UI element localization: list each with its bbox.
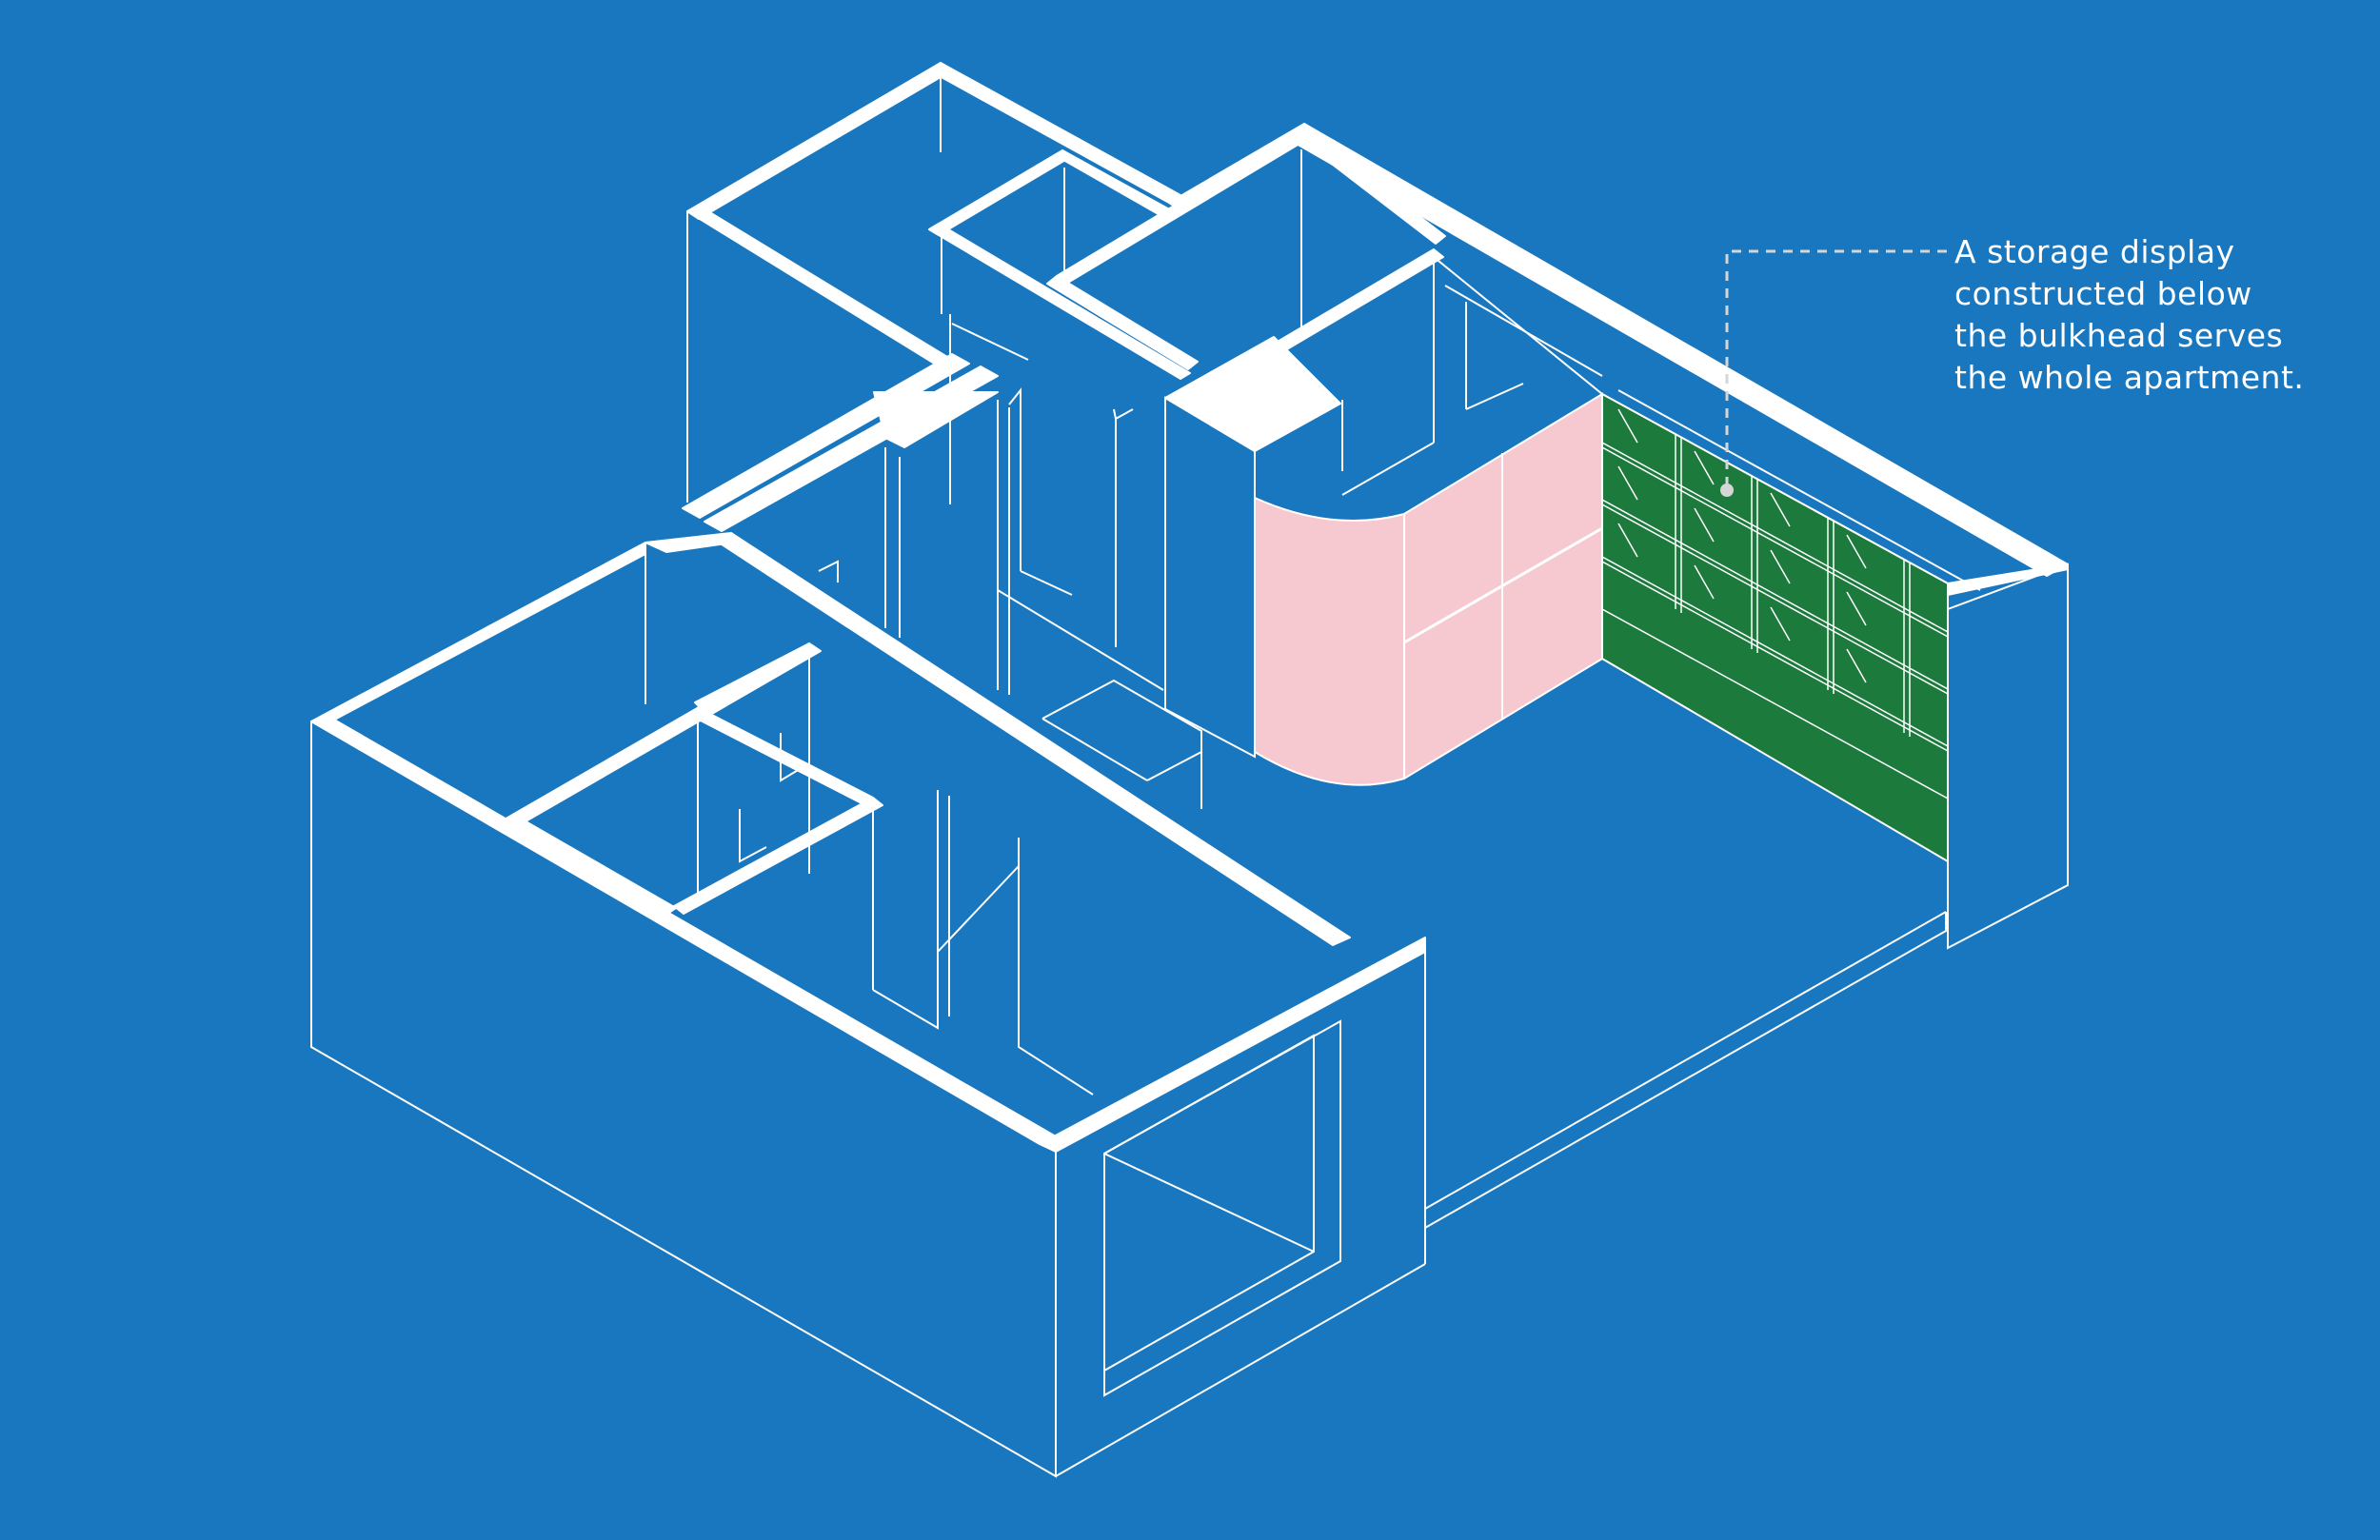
annotation-leader xyxy=(1725,249,1947,487)
annotation-line: the bulkhead serves xyxy=(1954,317,2284,354)
curved-cabinet xyxy=(1254,392,1603,786)
outer-shell xyxy=(310,67,2069,1478)
annotation-line: the whole apartment. xyxy=(1954,359,2305,396)
annotation-line: constructed below xyxy=(1954,275,2252,312)
end-column xyxy=(1947,563,2069,950)
annotation-line: A storage display xyxy=(1954,233,2235,270)
storage-display xyxy=(1601,392,1949,863)
wall-tops xyxy=(310,62,2069,1153)
leader-dot xyxy=(1720,484,1734,497)
annotation-text: A storage display constructed below the … xyxy=(1954,231,2373,399)
